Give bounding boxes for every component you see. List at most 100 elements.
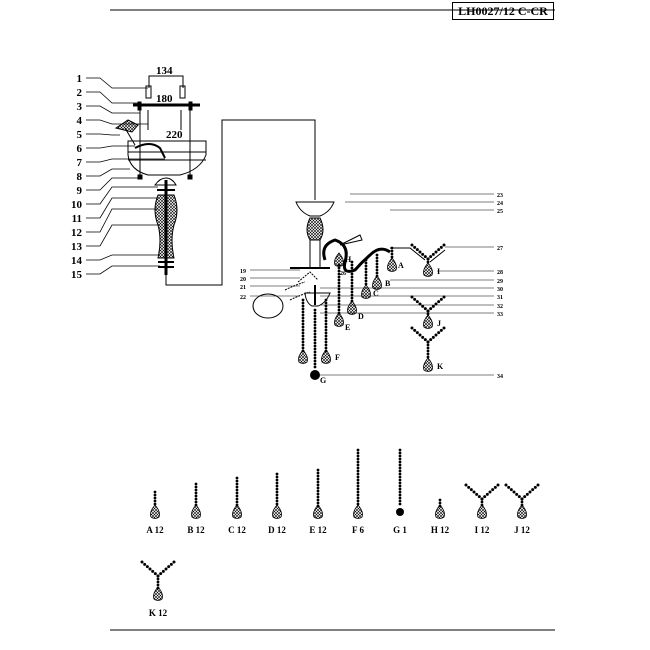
chain-bead (313, 350, 317, 354)
leader-line (86, 119, 148, 125)
chain-bead (421, 304, 425, 308)
chain-bead (313, 341, 317, 345)
chain-bead (398, 502, 402, 506)
chain-bead (337, 308, 341, 312)
chain-bead (356, 478, 360, 482)
chain-bead (485, 492, 489, 496)
chain-bead (439, 328, 443, 332)
chain-bead (153, 493, 157, 497)
pendant-letter-c: C (373, 289, 379, 298)
chain-bead (275, 484, 279, 488)
chain-bead (423, 255, 427, 259)
chain-bead (426, 346, 430, 350)
canopy-exploded-view (114, 75, 316, 286)
chain-bead (364, 261, 368, 265)
chain-bead (156, 577, 160, 581)
chain-bead (426, 349, 430, 353)
chain-bead (337, 296, 341, 300)
chain-bead (467, 485, 471, 489)
chain-bead (507, 485, 511, 489)
chain-bead (301, 319, 305, 323)
part-label-i: I 12 (475, 525, 490, 535)
chain-bead (313, 326, 317, 330)
chain-bead (483, 495, 487, 499)
chain-bead (375, 268, 379, 272)
chain-bead (156, 583, 160, 587)
chain-bead (398, 490, 402, 494)
callout-11: 11 (72, 213, 82, 225)
chain-bead (324, 319, 328, 323)
pendant-h (334, 252, 344, 267)
callout-3: 3 (77, 101, 83, 113)
chain-bead (398, 496, 402, 500)
chain-bead (480, 497, 484, 501)
chain-bead (313, 335, 317, 339)
chain-bead (398, 475, 402, 479)
chain-bead (313, 359, 317, 363)
chain-bead (301, 334, 305, 338)
chain-bead (194, 500, 198, 504)
chain-bead (429, 338, 433, 342)
pendant-letter-g: G (320, 376, 326, 385)
pendant-b (372, 253, 382, 290)
chain-bead (525, 492, 529, 496)
chain-bead (356, 487, 360, 491)
chain-bead (442, 326, 446, 330)
chain-bead (145, 565, 149, 569)
part-a (150, 490, 160, 519)
part-h (435, 498, 445, 519)
chain-bead (356, 481, 360, 485)
chain-bead (313, 365, 317, 369)
chain-bead (235, 488, 239, 492)
chain-bead (398, 466, 402, 470)
chain-bead (235, 491, 239, 495)
callout-26: 26 (340, 271, 346, 277)
chain-bead (337, 266, 341, 270)
crystal-drop (272, 504, 282, 519)
chain-bead (235, 476, 239, 480)
pendant-f-left (298, 298, 308, 364)
chain-bead (426, 257, 430, 261)
chain-bead (356, 496, 360, 500)
chain-bead (350, 290, 354, 294)
chain-bead (313, 347, 317, 351)
leader-line (86, 91, 140, 104)
chain-bead (442, 243, 446, 247)
chain-bead (504, 483, 508, 487)
chain-bead (350, 272, 354, 276)
chain-bead (398, 484, 402, 488)
chain-bead (316, 492, 320, 496)
chain-bead (434, 333, 438, 337)
chain-bead (437, 248, 441, 252)
part-k (140, 560, 176, 601)
chain-bead (313, 320, 317, 324)
crystal-drop (347, 300, 357, 315)
chain-bead (275, 490, 279, 494)
crystal-drop (423, 262, 433, 277)
chain-bead (324, 301, 328, 305)
chain-bead (398, 457, 402, 461)
chain-bead (313, 362, 317, 366)
chain-bead (480, 500, 484, 504)
chain-bead (275, 502, 279, 506)
chain-bead (364, 270, 368, 274)
chain-bead (356, 499, 360, 503)
chain-bead (398, 478, 402, 482)
chain-bead (350, 278, 354, 282)
chain-bead (350, 275, 354, 279)
chain-bead (375, 265, 379, 269)
pendant-e (334, 263, 344, 327)
chain-bead (156, 580, 160, 584)
chain-bead (235, 482, 239, 486)
chain-bead (337, 290, 341, 294)
pendant-a (387, 246, 397, 272)
drop (517, 497, 527, 519)
chain-bead (364, 267, 368, 271)
chain-bead (418, 333, 422, 337)
leader-line (86, 77, 148, 89)
chain-bead (356, 490, 360, 494)
part-label-d: D 12 (268, 525, 286, 535)
callout-31: 31 (497, 295, 503, 301)
chain-bead (356, 454, 360, 458)
